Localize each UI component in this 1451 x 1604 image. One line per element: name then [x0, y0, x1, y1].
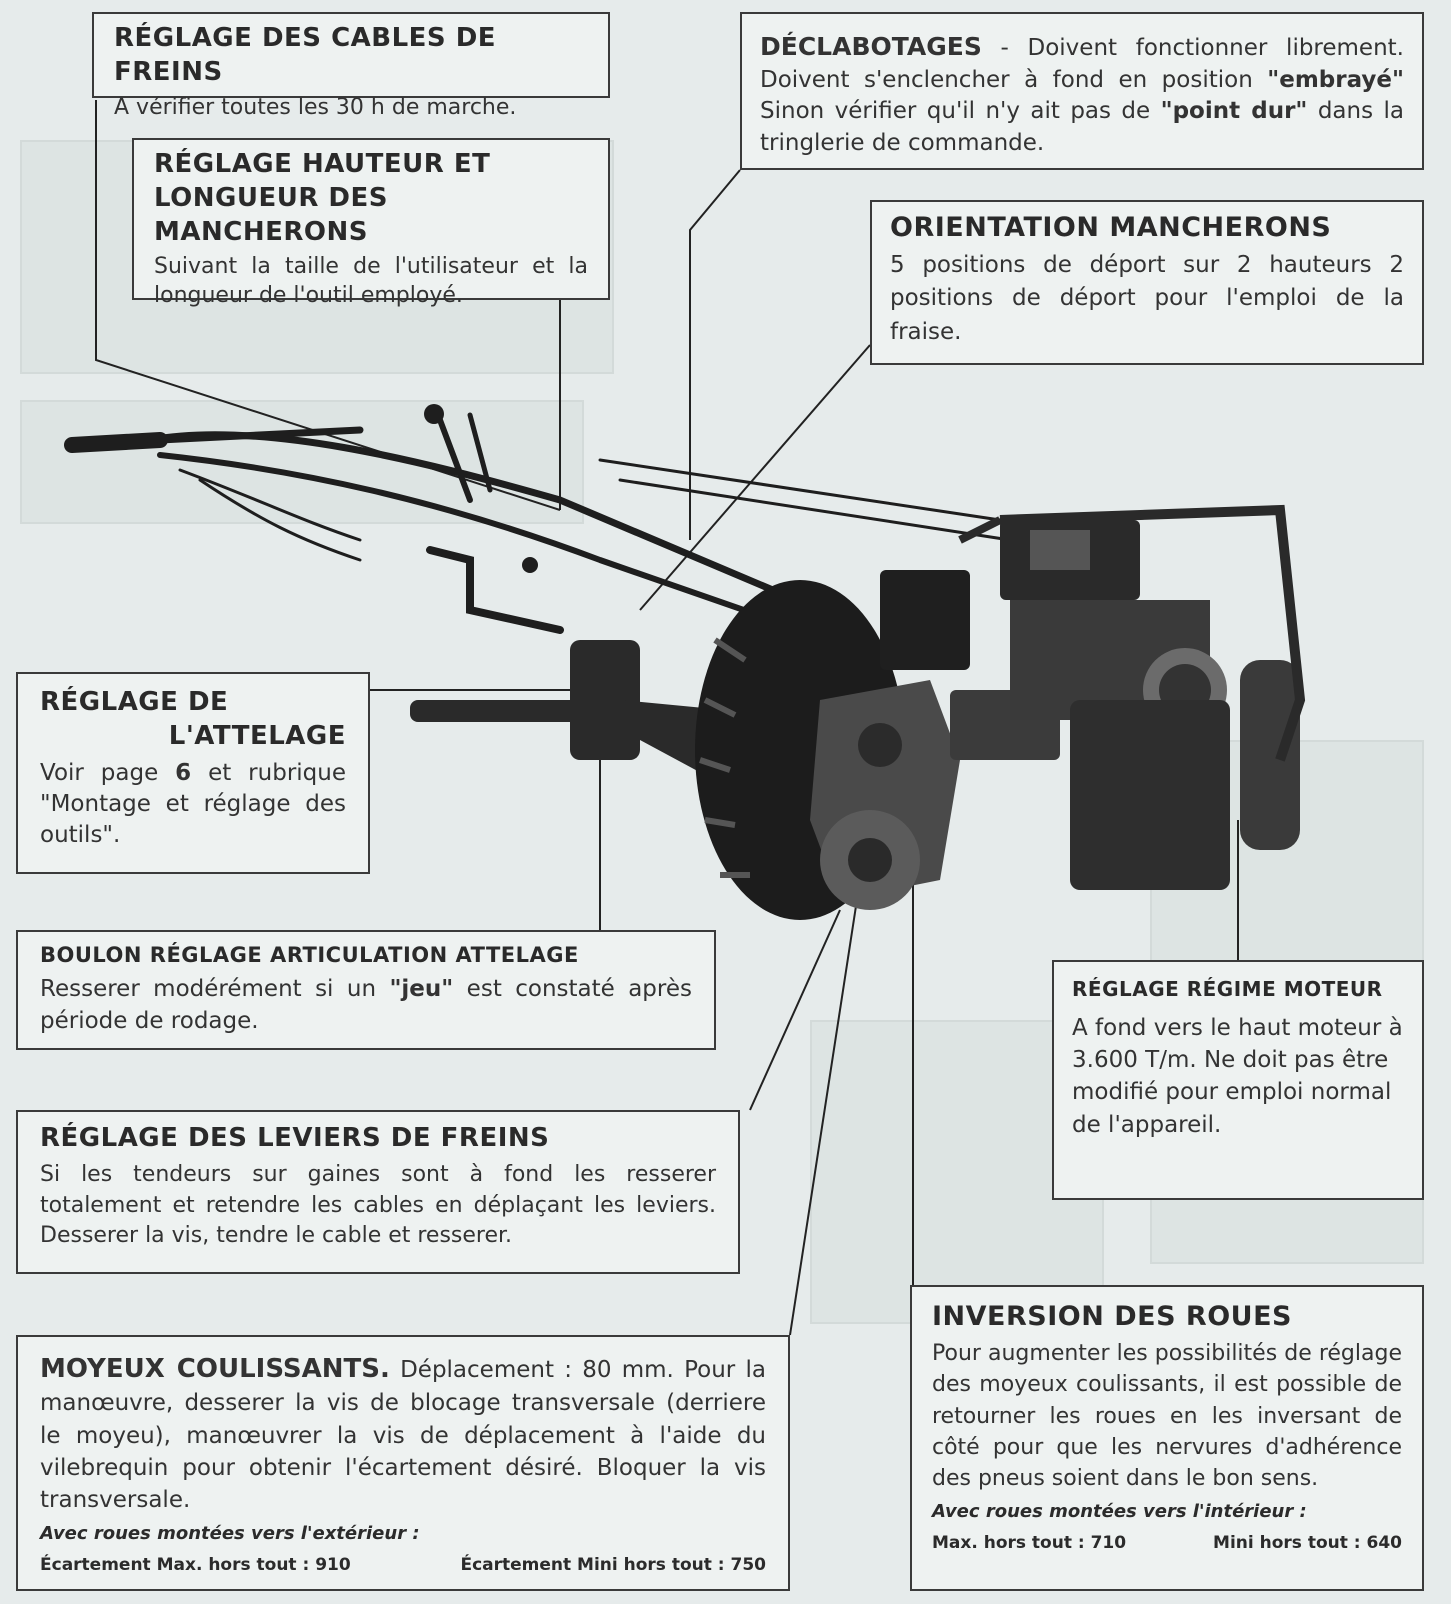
text: Si les tendeurs sur gaines sont à fond l…: [40, 1161, 716, 1249]
text-3: dans la tringlerie de commande.: [760, 98, 1404, 157]
text-1: - Doivent fonctionner librement. Doivent…: [760, 35, 1404, 93]
box-declabotages: DÉCLABOTAGES - Doivent fonctionner libre…: [740, 12, 1424, 170]
box-reglage-regime-moteur: RÉGLAGE RÉGIME MOTEUR A fond vers le hau…: [1052, 960, 1424, 1200]
background-ghost-panel: [20, 400, 584, 524]
text-2: est constaté après période de rodage.: [40, 976, 692, 1035]
text: 5 positions de déport sur 2 hauteurs 2 p…: [890, 252, 1404, 345]
spec-mini: Mini hors tout : 640: [1213, 1532, 1402, 1553]
box-inversion-roues: INVERSION DES ROUES Pour augmenter les p…: [910, 1285, 1424, 1591]
box-reglage-cables-freins: RÉGLAGE DES CABLES DE FREINS A vérifier …: [92, 12, 610, 120]
text: Déplacement : 80 mm. Pour la manœuvre, d…: [40, 1357, 766, 1513]
title: RÉGLAGE DES CABLES DE FREINS: [114, 23, 497, 87]
title: ORIENTATION MANCHERONS: [890, 212, 1332, 243]
text: Pour augmenter les possibilités de régla…: [932, 1341, 1402, 1492]
note: Avec roues montées vers l'intérieur :: [932, 1501, 1307, 1523]
spec-row: Écartement Max. hors tout : 910 Écarteme…: [40, 1554, 766, 1576]
title: BOULON RÉGLAGE ARTICULATION ATTELAGE: [40, 943, 579, 967]
em-embraye: "embrayé": [1267, 66, 1404, 93]
em-jeu: "jeu": [389, 976, 454, 1003]
title: INVERSION DES ROUES: [932, 1301, 1292, 1332]
title-1: RÉGLAGE DE: [40, 687, 229, 717]
box-moyeux-coulissants: MOYEUX COULISSANTS. Déplacement : 80 mm.…: [16, 1335, 790, 1591]
title: MOYEUX COULISSANTS.: [40, 1354, 390, 1384]
title-2: L'ATTELAGE: [168, 720, 346, 751]
text: A vérifier toutes les 30 h de marche.: [114, 94, 517, 120]
box-orientation-mancherons: ORIENTATION MANCHERONS 5 positions de dé…: [870, 200, 1424, 365]
note: Avec roues montées vers l'extérieur :: [40, 1523, 420, 1545]
text-1: Resserer modérément si un: [40, 976, 390, 1003]
box-reglage-leviers-freins: RÉGLAGE DES LEVIERS DE FREINS Si les ten…: [16, 1110, 740, 1274]
box-reglage-hauteur-mancherons: RÉGLAGE HAUTEUR ET LONGUEUR DES MANCHERO…: [132, 138, 610, 308]
box-boulon-reglage: BOULON RÉGLAGE ARTICULATION ATTELAGE Res…: [16, 930, 716, 1050]
text-2: Sinon vérifier qu'il n'y ait pas de: [760, 98, 1161, 125]
spec-mini: Écartement Mini hors tout : 750: [460, 1554, 766, 1575]
text: A fond vers le haut moteur à 3.600 T/m. …: [1072, 1015, 1403, 1138]
title: RÉGLAGE HAUTEUR ET LONGUEUR DES MANCHERO…: [154, 149, 491, 247]
page-number: 6: [175, 759, 192, 786]
text: Suivant la taille de l'utilisateur et la…: [154, 254, 588, 308]
em-point-dur: "point dur": [1160, 98, 1308, 125]
box-reglage-attelage: RÉGLAGE DE L'ATTELAGE Voir page 6 et rub…: [16, 672, 370, 874]
spec-max: Écartement Max. hors tout : 910: [40, 1554, 351, 1575]
spec-max: Max. hors tout : 710: [932, 1532, 1127, 1553]
title: RÉGLAGE RÉGIME MOTEUR: [1072, 977, 1383, 1001]
title: DÉCLABOTAGES: [760, 32, 982, 61]
spec-row: Max. hors tout : 710 Mini hors tout : 64…: [932, 1532, 1402, 1554]
title: RÉGLAGE DES LEVIERS DE FREINS: [40, 1123, 550, 1153]
text-1: Voir page: [40, 759, 176, 786]
text-2: et rubrique "Montage et réglage des outi…: [40, 759, 346, 848]
